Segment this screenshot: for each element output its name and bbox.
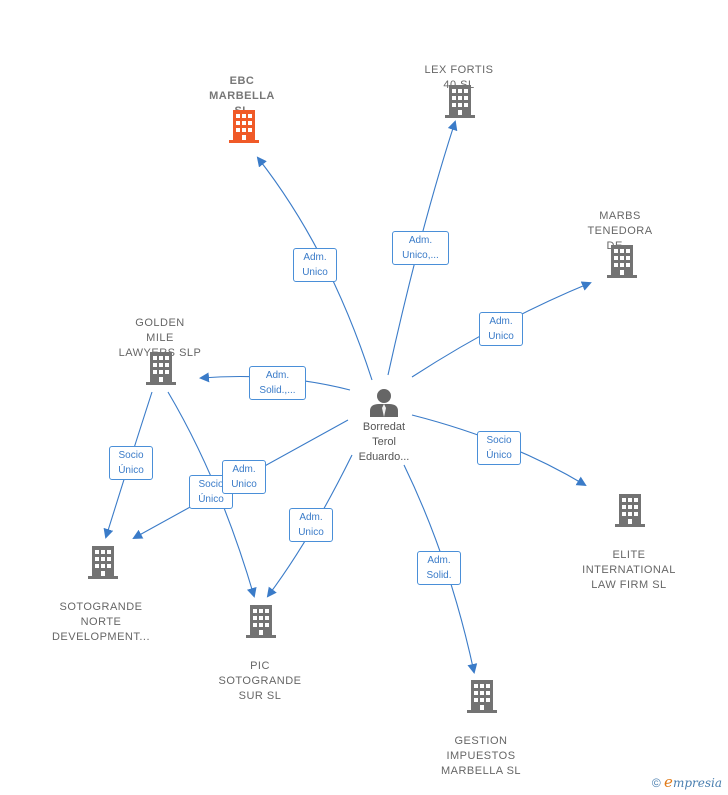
- building-icon[interactable]: [86, 544, 120, 580]
- building-icon[interactable]: [144, 350, 178, 386]
- edge-label-golden[interactable]: Adm. Solid.,...: [249, 366, 306, 400]
- edge-label-ebc[interactable]: Adm. Unico: [293, 248, 337, 282]
- company-node-elite[interactable]: ELITE INTERNATIONAL LAW FIRM SL: [570, 533, 688, 608]
- person-label[interactable]: Borredat Terol Eduardo...: [358, 421, 410, 463]
- building-icon[interactable]: [613, 492, 647, 528]
- company-label: ELITE INTERNATIONAL LAW FIRM SL: [582, 549, 676, 591]
- edge-label-norte[interactable]: Adm. Unico: [222, 460, 266, 494]
- empresia-watermark: © empresia: [652, 773, 722, 791]
- company-label: PIC SOTOGRANDE SUR SL: [218, 660, 302, 702]
- person-icon[interactable]: [367, 385, 401, 419]
- building-icon[interactable]: [605, 243, 639, 279]
- edge-label-marbs[interactable]: Adm. Unico: [479, 312, 523, 346]
- company-label: SOTOGRANDE NORTE DEVELOPMENT...: [51, 601, 151, 643]
- edge-label-golden-norte[interactable]: Socio Único: [109, 446, 153, 480]
- company-node-gestion[interactable]: GESTION IMPUESTOS MARBELLA SL: [425, 719, 537, 794]
- copyright-symbol: ©: [651, 776, 661, 790]
- company-node-sotonorte[interactable]: SOTOGRANDE NORTE DEVELOPMENT...: [40, 585, 162, 660]
- building-icon[interactable]: [244, 603, 278, 639]
- building-icon[interactable]: [443, 83, 477, 119]
- edge-label-gestion[interactable]: Adm. Solid.: [417, 551, 461, 585]
- brand-name: mpresia: [672, 776, 722, 790]
- building-icon[interactable]: [465, 678, 499, 714]
- company-label: GESTION IMPUESTOS MARBELLA SL: [440, 735, 522, 777]
- brand-initial: e: [664, 773, 673, 791]
- company-node-pic[interactable]: PIC SOTOGRANDE SUR SL: [205, 644, 315, 719]
- building-icon[interactable]: [227, 108, 261, 144]
- edge-label-lexfortis[interactable]: Adm. Unico,...: [392, 231, 449, 265]
- edge-label-pic[interactable]: Adm. Unico: [289, 508, 333, 542]
- edge-label-elite[interactable]: Socio Único: [477, 431, 521, 465]
